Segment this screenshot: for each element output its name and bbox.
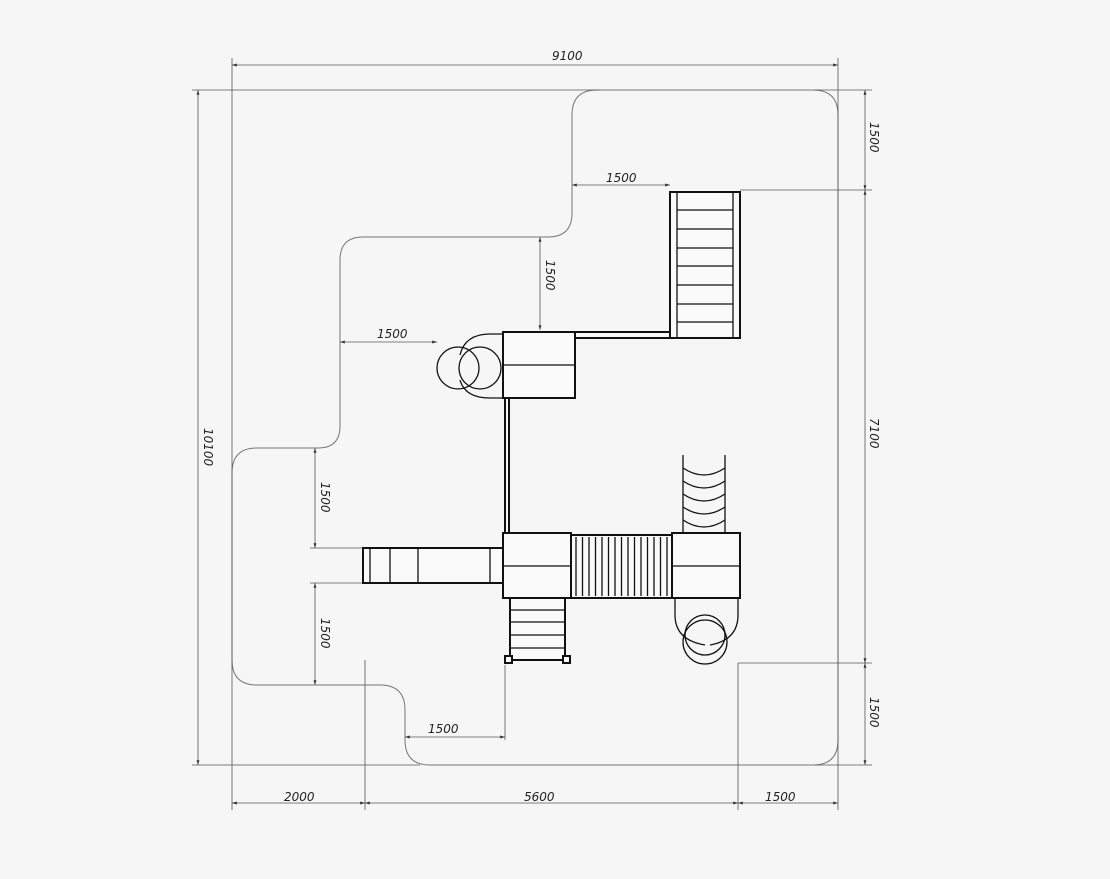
climbing-ladder [669, 191, 741, 339]
dim-top-platform-offset: 1500 [543, 260, 557, 291]
loop-slide [436, 333, 503, 399]
dim-ladder-offset: 1500 [606, 171, 637, 185]
dim-right-top: 1500 [867, 122, 881, 153]
lower-platform-right [671, 532, 741, 599]
straight-slide [362, 547, 504, 584]
wave-slide [682, 455, 726, 533]
dim-right-bottom: 1500 [867, 697, 881, 728]
dim-overall-height: 10100 [201, 428, 215, 467]
support-pole [504, 397, 510, 534]
dim-loop-slide-offset: 1500 [377, 327, 408, 341]
slatted-bridge [570, 534, 673, 599]
dimension-lines [196, 63, 867, 805]
dim-left-slide-top: 1500 [318, 482, 332, 513]
stairs [504, 597, 571, 664]
dim-stairs-offset: 1500 [428, 722, 459, 736]
lower-platform-left [502, 532, 572, 599]
dim-overall-width: 9100 [552, 49, 583, 63]
dim-bottom-middle: 5600 [524, 790, 555, 804]
dim-bottom-left: 2000 [284, 790, 315, 804]
dim-right-middle: 7100 [867, 418, 881, 449]
connecting-beam [574, 331, 671, 339]
dim-bottom-right: 1500 [765, 790, 796, 804]
extension-lines [192, 58, 872, 810]
top-platform [502, 331, 576, 399]
spiral-slide [674, 598, 739, 665]
dim-left-slide-bottom: 1500 [318, 618, 332, 649]
safety-zone-outline [231, 89, 839, 766]
